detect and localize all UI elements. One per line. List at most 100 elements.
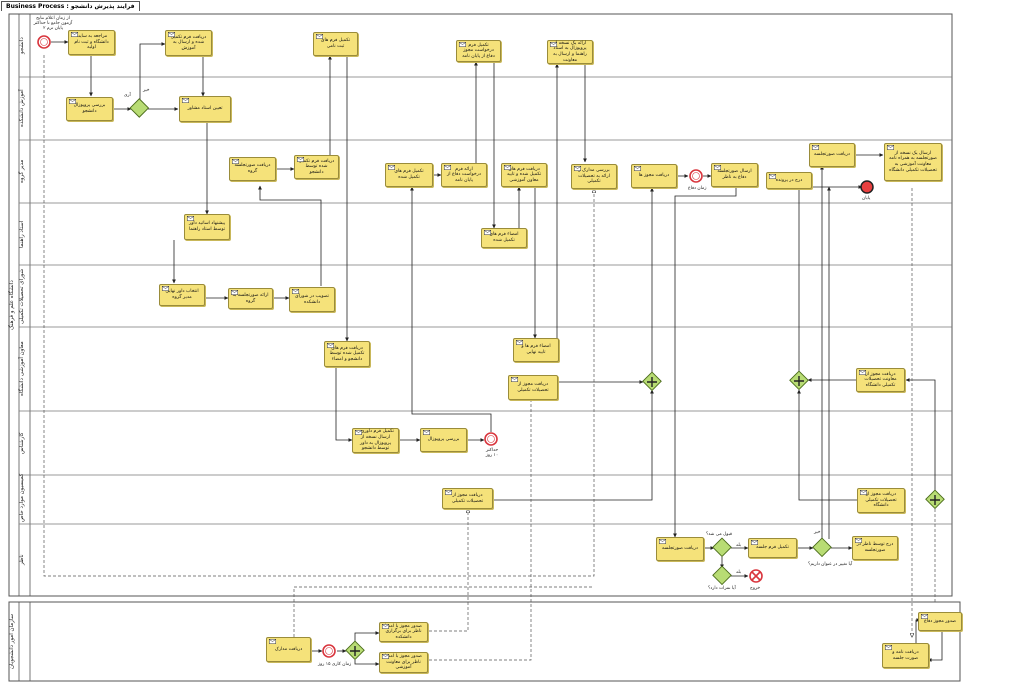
user-task-icon [444,165,451,170]
user-task-icon [634,166,641,171]
task-faculty-approval[interactable]: تصویب در شورای دانشکده [289,287,335,312]
bottom-timer-label: زمان کاری ۱۵ روز [318,662,352,667]
gateway-1-no-label: خیر [143,88,150,93]
task-receive-session[interactable]: دریافت صورتجلسه [809,143,855,167]
task-permit-univ-grad[interactable]: دریافت مجوز از تحصیلات تکمیلی دانشگاه [857,488,905,513]
user-task-icon [504,165,511,170]
lane-label-3: مدیر گروه [19,159,25,184]
user-task-icon [574,166,581,171]
lane-label-2: آموزش دانشکده [19,89,25,128]
task-permit-vice-grad[interactable]: دریافت مجوز از معاونت تحصیلات تکمیلی دان… [856,368,905,392]
end-event-label: پایان [862,196,871,201]
start-event-label: از زمان اعلام نتایج آزمون جامع تا حداکثر… [33,16,73,32]
task-defense-form[interactable]: ارائه فرم درخواست دفاع از پایان نامه [441,163,487,187]
task-receive-letter[interactable]: دریافت نامه و صورت جلسه [882,643,929,668]
task-assign-advisor[interactable]: تعیین استاد مشاور [179,96,231,122]
task-vice-approval[interactable]: دریافت فرم های تکمیل شده و تایید معاون آ… [501,163,547,187]
task-permit-faculty[interactable]: صدور مجوز با امضا ناظر برای برگزاری دانش… [379,622,428,642]
gateways [129,98,945,661]
task-permit-grad-2[interactable]: دریافت مجوز از تحصیلات تکمیلی [442,488,493,509]
events [37,35,874,658]
user-task-icon [327,343,334,348]
user-task-icon [714,165,721,170]
task-complete-session[interactable]: تکمیل فرم جلسه [748,538,797,558]
user-task-icon [855,538,862,543]
gateway-4-yes-label: بله [736,570,742,575]
gateway-2 [712,537,732,558]
task-issue-defense-permit[interactable]: صدور مجوز دفاع [918,612,962,631]
task-review-proposal[interactable]: بررسی پروپوزال دانشجو [66,97,113,121]
user-task-icon [859,370,866,375]
task-fill-forms[interactable]: تکمیل فرم های ثبت نامی [313,32,358,56]
task-suggest-referees[interactable]: پیشنهاد اساتید داور توسط استاد راهنما [184,214,230,240]
task-complete-forms[interactable]: تکمیل فرم های تکمیل شده [385,163,433,187]
task-receive-session-2[interactable]: دریافت صورتجلسه [656,537,704,561]
task-defense-request[interactable]: تکمیل فرم درخواست مجوز دفاع از پایان نام… [456,40,501,62]
task-supervisor-note[interactable]: درج توسط ناظر در صورتجلسه [852,536,898,560]
task-check-proposal[interactable]: بررسی پروپوزال [420,428,467,452]
lane-label-1: دانشجو [19,37,25,54]
user-task-icon [516,340,523,345]
exit-event-label: خروج [750,586,761,591]
user-task-icon [316,34,323,39]
user-task-icon [231,290,238,295]
user-task-icon [232,159,239,164]
timer-event-defense [689,169,703,183]
task-send-copy[interactable]: ارسال یک نسخه از صورتجلسه به همراه نامه … [884,143,942,181]
task-sign-forms[interactable]: امضاء فرم های تکمیل شده [481,228,527,248]
task-permit-vice[interactable]: صدور مجوز با امضا ناظر برای معاونت آموزش… [379,652,428,673]
user-task-icon [484,230,491,235]
user-task-icon [388,165,395,170]
user-task-icon [659,539,666,544]
gateway-3-no-label: آیا تغییر در عنوان داریم؟ [808,562,853,567]
task-check-docs[interactable]: بررسی مدارک و ارائه به تحصیلات تکمیلی [571,164,617,189]
user-task-icon [751,540,758,545]
main-pool-label: دانشگاه علم و فرهنگ [9,280,15,330]
task-receive-student-form[interactable]: دریافت فرم تکمیل شده توسط دانشجو [294,155,339,179]
task-get-permits[interactable]: دریافت مجوز ها [631,164,677,188]
gateway-1-yes-label: آری [124,93,131,98]
lane-label-5: شورای تحصیلات تکمیلی [19,268,25,324]
task-receive-minutes[interactable]: دریافت صورتجلسه گروه [229,157,276,181]
sequence-flows [51,40,943,666]
user-task-icon [769,174,776,179]
user-task-icon [182,98,189,103]
gateway-1 [129,98,150,118]
user-task-icon [550,42,557,47]
lane-label-4: استاد راهنما [19,220,25,248]
diagram-tab-title[interactable]: Business Process : فرایند پذیرش دانشجو [1,1,140,11]
user-task-icon [382,654,389,659]
task-select-referee[interactable]: انتخاب داور نهایی مدیر گروه [159,284,205,306]
task-referee-form[interactable]: تکمیل فرم داوری و ارسال نسخه از پروپوزال… [352,428,399,453]
task-submit-proposal[interactable]: ارائه یک نسخه از پروپوزال به استاد راهنم… [547,40,593,64]
lane-label-6: معاون آموزشی دانشگاه [19,341,25,397]
lane-label-8: کمیسیون موارد خاص [19,473,25,522]
user-task-icon [921,614,928,619]
user-task-icon [187,216,194,221]
user-task-icon [168,32,175,37]
user-task-icon [355,430,362,435]
end-event [860,180,874,194]
task-permit-grad[interactable]: دریافت مجوز از تحصیلات تکمیلی [508,375,558,400]
task-receive-docs[interactable]: دریافت مدارک [266,637,311,662]
bottom-pool-label: سازمان امور دانشجویان [9,613,15,669]
gateway-4 [712,565,732,586]
message-flows [43,55,936,661]
task-final-approval[interactable]: امضاء فرم ها و تایید نهایی [513,338,559,362]
user-task-icon [885,645,892,650]
task-send-minutes[interactable]: ارسال صورتجلسه دفاع به ناظر [711,163,758,187]
task-present-minutes[interactable]: ارائه صورتجلسه به گروه [228,288,273,309]
task-receive-form[interactable]: دریافت فرم تکمیل شده و ارسال به آموزش [165,30,212,56]
user-task-icon [69,99,76,104]
user-task-icon [812,145,819,150]
task-register[interactable]: مراجعه به سایت دانشگاه و ثبت نام اولیه [68,30,115,55]
lane-label-7: کارشناس [19,432,25,454]
task-file-record[interactable]: درج در پرونده [766,172,812,189]
gateway-2-yes-label: بله [736,543,742,548]
timer-event-expert [484,432,498,446]
gateway-3-yes-label: خیر [814,530,821,535]
timer-event-bottom [322,644,336,658]
user-task-icon [71,32,78,37]
task-sign-received[interactable]: دریافت فرم های تکمیل شده توسط دانشجو و ا… [324,341,370,367]
